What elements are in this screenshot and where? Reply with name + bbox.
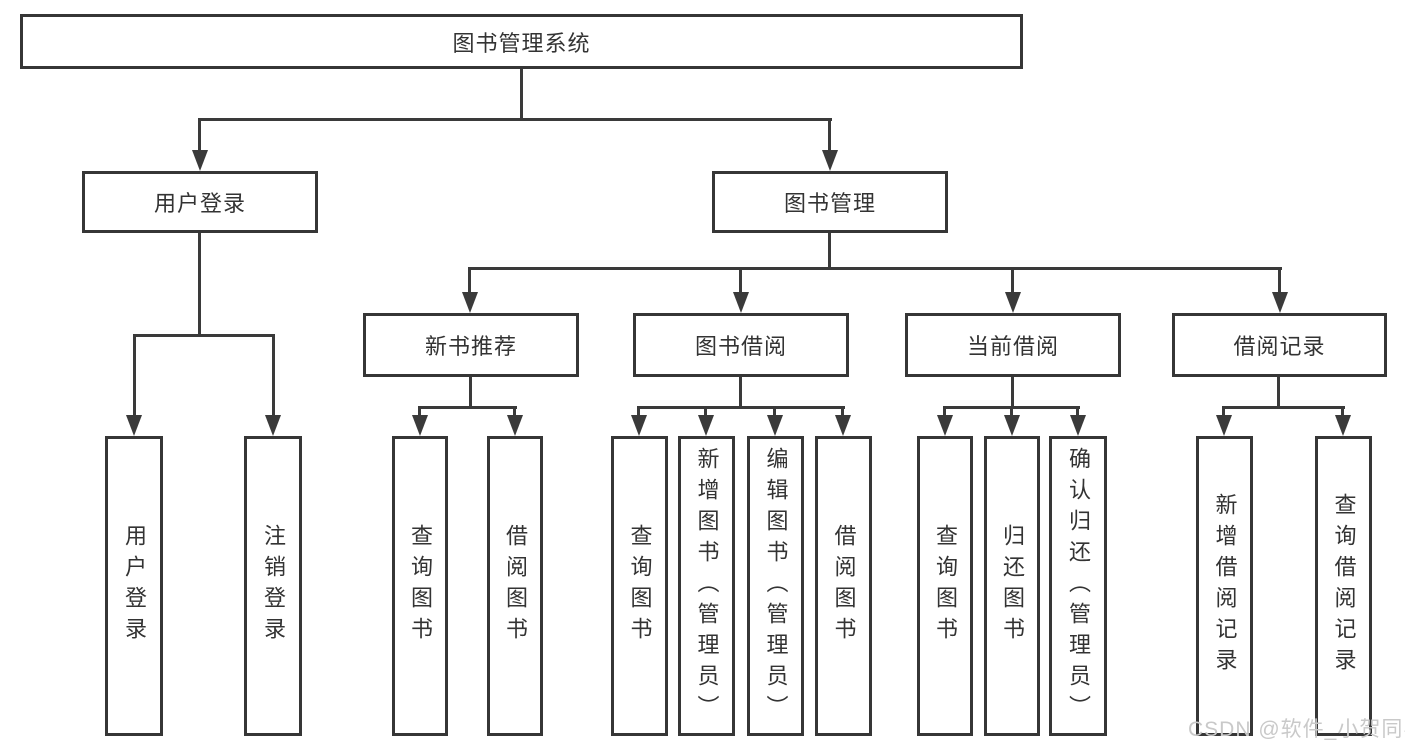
arrow-down-icon (733, 292, 749, 313)
connector-line (739, 377, 742, 409)
connector-line (469, 377, 472, 409)
leaf-edit-books-admin: 编辑图书（管理员） (747, 436, 804, 736)
connector-line (1278, 267, 1281, 296)
connector-line (637, 406, 845, 409)
arrow-down-icon (1070, 415, 1086, 436)
connector-line (272, 334, 275, 419)
leaf-add-borrow-record: 新增借阅记录 (1196, 436, 1253, 736)
arrow-down-icon (462, 292, 478, 313)
connector-line (468, 267, 471, 296)
leaf-query-books-3: 查询图书 (917, 436, 973, 736)
connector-line (943, 406, 946, 419)
node-borrow-records: 借阅记录 (1172, 313, 1387, 377)
connector-line (133, 334, 275, 337)
connector-line (828, 233, 831, 270)
node-book-management: 图书管理 (712, 171, 948, 233)
node-user-login: 用户登录 (82, 171, 318, 233)
leaf-return-books: 归还图书 (984, 436, 1040, 736)
connector-line (468, 267, 1282, 270)
connector-line (520, 69, 523, 119)
watermark: CSDN @软件_小贺同学 (1188, 718, 1405, 741)
connector-line (198, 233, 201, 336)
leaf-query-borrow-record: 查询借阅记录 (1315, 436, 1372, 736)
connector-line (1076, 406, 1079, 419)
arrow-down-icon (937, 415, 953, 436)
connector-line (739, 267, 742, 296)
connector-line (513, 406, 516, 419)
connector-line (704, 406, 707, 419)
connector-line (1341, 406, 1344, 419)
connector-line (828, 118, 831, 154)
arrow-down-icon (835, 415, 851, 436)
leaf-query-books-2: 查询图书 (611, 436, 668, 736)
arrow-down-icon (412, 415, 428, 436)
arrow-down-icon (822, 150, 838, 171)
connector-line (637, 406, 640, 419)
arrow-down-icon (767, 415, 783, 436)
arrow-down-icon (1005, 292, 1021, 313)
leaf-add-books-admin: 新增图书（管理员） (678, 436, 735, 736)
leaf-borrow-books-2: 借阅图书 (815, 436, 872, 736)
connector-line (198, 118, 201, 154)
leaf-user-login: 用户登录 (105, 436, 163, 736)
connector-line (1277, 377, 1280, 409)
arrow-down-icon (1004, 415, 1020, 436)
arrow-down-icon (265, 415, 281, 436)
connector-line (198, 118, 832, 121)
connector-line (1222, 406, 1345, 409)
connector-line (1222, 406, 1225, 419)
arrow-down-icon (192, 150, 208, 171)
arrow-down-icon (631, 415, 647, 436)
arrow-down-icon (126, 415, 142, 436)
connector-line (773, 406, 776, 419)
connector-line (1011, 267, 1014, 296)
node-book-borrow: 图书借阅 (633, 313, 849, 377)
connector-line (133, 334, 136, 419)
arrow-down-icon (1216, 415, 1232, 436)
leaf-confirm-return-admin: 确认归还（管理员） (1049, 436, 1107, 736)
arrow-down-icon (507, 415, 523, 436)
connector-line (1010, 406, 1013, 419)
leaf-borrow-books-1: 借阅图书 (487, 436, 543, 736)
node-current-borrow: 当前借阅 (905, 313, 1121, 377)
connector-line (841, 406, 844, 419)
connector-line (1011, 377, 1014, 409)
node-root: 图书管理系统 (20, 14, 1023, 69)
node-new-book-recommend: 新书推荐 (363, 313, 579, 377)
connector-line (418, 406, 421, 419)
arrow-down-icon (1272, 292, 1288, 313)
arrow-down-icon (1335, 415, 1351, 436)
connector-line (418, 406, 517, 409)
arrow-down-icon (698, 415, 714, 436)
leaf-logout: 注销登录 (244, 436, 302, 736)
leaf-query-books-1: 查询图书 (392, 436, 448, 736)
